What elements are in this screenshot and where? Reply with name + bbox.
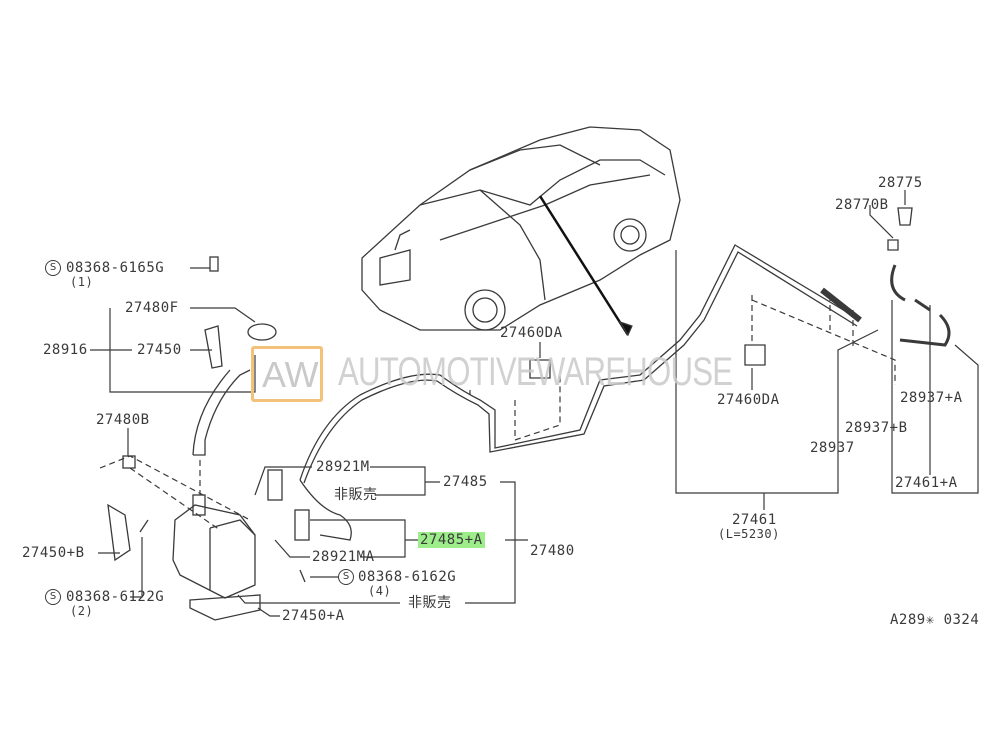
quantity-label: (4) [368, 584, 392, 598]
part-label-27460DA[interactable]: 27460DA [500, 325, 563, 341]
dashed-guides [99, 295, 896, 531]
part-label-28770B[interactable]: 28770B [835, 197, 889, 213]
not-for-sale-label: 非販売 [408, 595, 452, 611]
part-label-27485-A-highlighted[interactable]: 27485+A [418, 532, 485, 548]
part-label-27461-A[interactable]: 27461+A [895, 475, 958, 491]
watermark-logo: AW [262, 354, 319, 395]
location-arrow [538, 195, 630, 336]
length-label: (L=5230) [718, 527, 780, 541]
diagram-code: A289✳ 0324 [890, 612, 980, 628]
washer-hose [299, 244, 951, 541]
washer-tank [107, 207, 913, 621]
leader-lines [90, 190, 979, 617]
part-label-27450[interactable]: 27450 [137, 342, 182, 358]
car-illustration [361, 126, 681, 331]
part-label-27480[interactable]: 27480 [530, 543, 575, 559]
part-label-28937-A[interactable]: 28937+A [900, 390, 963, 406]
not-for-sale-label: 非販売 [334, 487, 378, 503]
part-label-28921M[interactable]: 28921M [316, 459, 370, 475]
part-label-27480F[interactable]: 27480F [125, 300, 179, 316]
part-label-27450-A[interactable]: 27450+A [282, 608, 345, 624]
standard-part-symbol: S [45, 260, 61, 276]
standard-part-symbol: S [338, 569, 354, 585]
part-label-27460DA[interactable]: 27460DA [717, 392, 780, 408]
part-label-27480B[interactable]: 27480B [96, 412, 150, 428]
part-label-08368-6162G[interactable]: 08368-6162G [358, 569, 457, 585]
part-label-27485[interactable]: 27485 [443, 474, 488, 490]
watermark-text: AUTOMOTIVEWAREHOUSE [338, 350, 733, 394]
standard-part-symbol: S [45, 589, 61, 605]
part-label-27461[interactable]: 27461 [732, 512, 777, 528]
watermark-logo-box [251, 346, 323, 402]
part-label-27450-B[interactable]: 27450+B [22, 545, 85, 561]
quantity-label: (1) [70, 275, 94, 289]
part-label-28937[interactable]: 28937 [810, 440, 855, 456]
part-label-28921MA[interactable]: 28921MA [312, 549, 375, 565]
part-label-28937-B[interactable]: 28937+B [845, 420, 908, 436]
quantity-label: (2) [70, 604, 94, 618]
part-label-28916[interactable]: 28916 [43, 342, 88, 358]
part-label-08368-6122G[interactable]: 08368-6122G [66, 589, 165, 605]
part-label-28775[interactable]: 28775 [878, 175, 923, 191]
part-label-08368-6165G[interactable]: 08368-6165G [66, 260, 165, 276]
